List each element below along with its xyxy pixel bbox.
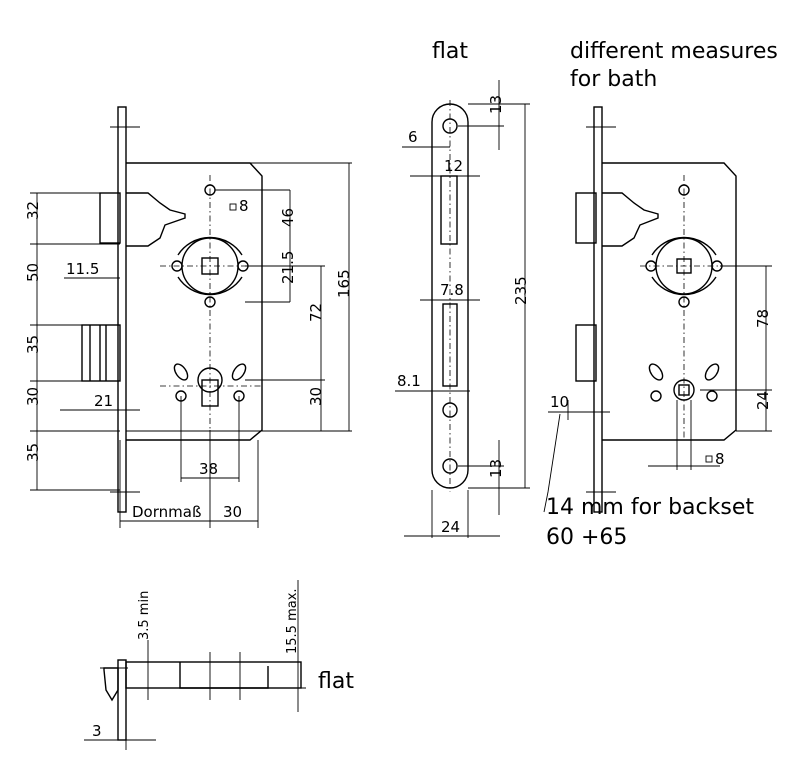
dim-35b: 35 [24, 443, 42, 462]
dim-plate-6: 6 [408, 128, 418, 146]
dim-32: 32 [24, 201, 42, 220]
dim-plate-13b: 13 [487, 459, 505, 478]
dim-plate-24: 24 [441, 518, 460, 536]
main-lock-front-view: 32 50 35 30 35 11.5 21 8 46 21.5 72 165 … [24, 106, 353, 528]
dim-plate-12: 12 [444, 157, 463, 175]
label-backset-line2: 60 +65 [546, 525, 627, 550]
side-view: 3.5 min 15.5 max. 3 flat [84, 580, 354, 750]
dim-35a: 35 [24, 335, 42, 354]
dim-bath-10: 10 [550, 393, 569, 411]
label-flat-top: flat [432, 39, 468, 64]
dim-side-3: 3 [92, 722, 102, 740]
label-bath-line1: different measures [570, 39, 778, 64]
dim-11-5: 11.5 [66, 260, 99, 278]
dim-21-5: 21.5 [279, 251, 297, 284]
dim-50: 50 [24, 263, 42, 282]
dim-side-15-5: 15.5 max. [285, 588, 300, 654]
dim-side-3-5: 3.5 min [137, 591, 152, 640]
dim-30b: 30 [307, 387, 325, 406]
label-backset-line1: 14 mm for backset [546, 495, 754, 520]
dim-21: 21 [94, 392, 113, 410]
dim-38: 38 [199, 460, 218, 478]
label-bath-line2: for bath [570, 67, 657, 92]
dim-46: 46 [279, 208, 297, 227]
dim-plate-235: 235 [512, 276, 530, 305]
dim-30c: 30 [223, 503, 242, 521]
faceplate-view: flat 13 6 12 7.8 235 8.1 13 24 [395, 39, 530, 538]
dim-165: 165 [335, 269, 353, 298]
dim-bath-sq8: 8 [715, 450, 725, 468]
dim-plate-7-8: 7.8 [440, 281, 464, 299]
dim-bath-24: 24 [754, 391, 772, 410]
bath-lock-view: different measures for bath [543, 39, 778, 550]
dim-sq8: 8 [239, 197, 249, 215]
dim-dornmass: Dornmaß [132, 503, 201, 521]
dim-30a: 30 [24, 387, 42, 406]
dim-72: 72 [307, 303, 325, 322]
dim-plate-8-1: 8.1 [397, 372, 421, 390]
dim-plate-13a: 13 [487, 95, 505, 114]
label-flat-bottom: flat [318, 669, 354, 694]
dim-bath-78: 78 [754, 309, 772, 328]
